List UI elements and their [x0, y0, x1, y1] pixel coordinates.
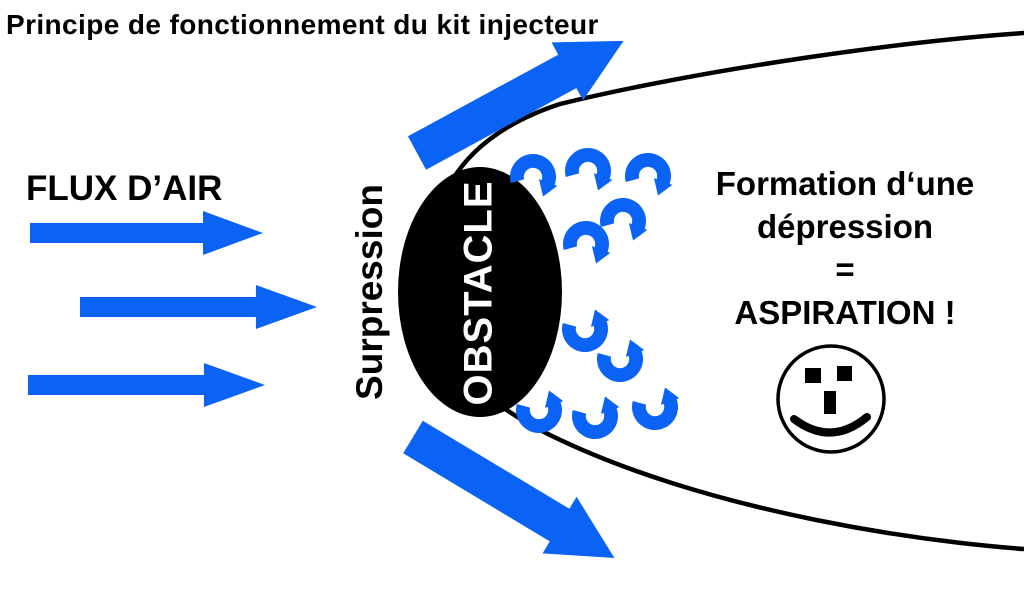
obstacle-ellipse [398, 167, 562, 417]
vortex-curl-arrow-icon [562, 220, 611, 264]
depression-line-2: dépression [756, 208, 934, 245]
flux-arrow-2-icon [80, 285, 317, 329]
streamline-oval-outline [425, 30, 1024, 552]
vortex-curl-arrow-icon [596, 339, 645, 383]
surpression-label: Surpression [349, 184, 390, 400]
flux-arrow-1-icon [30, 211, 263, 255]
vortex-curl-arrow-icon [624, 152, 673, 196]
smiley-face-icon [776, 344, 886, 454]
vortex-curl-arrow-icon [561, 309, 610, 353]
depression-equals: = [835, 251, 855, 288]
vortex-curl-arrow-icon [631, 387, 680, 431]
vortex-curl-arrow-icon [571, 396, 620, 440]
aspiration-line: ASPIRATION ! [734, 294, 956, 331]
flux-arrow-3-icon [28, 363, 265, 407]
flux-air-label: FLUX D’AIR [26, 169, 223, 208]
depression-text-block: Formation d‘une dépression = ASPIRATION … [688, 162, 1002, 334]
obstacle-label: OBSTACLE [456, 180, 501, 406]
vortex-curl-arrow-icon [599, 197, 648, 241]
vortex-curl-arrow-icon [564, 147, 613, 191]
page-title: Principe de fonctionnement du kit inject… [6, 9, 599, 40]
depression-line-1: Formation d‘une [715, 165, 975, 202]
